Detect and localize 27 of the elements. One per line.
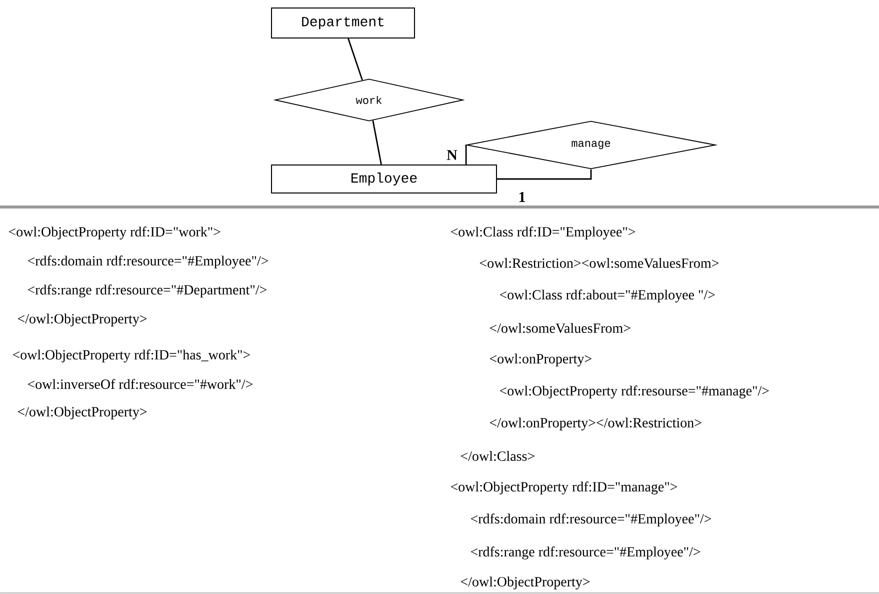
code-line: </owl:onProperty></owl:Restriction> bbox=[490, 418, 702, 430]
connector-line bbox=[348, 38, 363, 80]
cardinality-label: N bbox=[446, 150, 458, 160]
code-line: <owl:Restriction><owl:someValuesFrom> bbox=[480, 258, 719, 268]
code-line: <owl:ObjectProperty rdf:ID="has_work"> bbox=[12, 350, 250, 362]
code-line: </owl:ObjectProperty> bbox=[18, 314, 147, 326]
code-line: <owl:onProperty> bbox=[490, 354, 592, 366]
entity-box: Employee bbox=[271, 164, 497, 194]
code-line: <owl:Class rdf:about="#Employee "/> bbox=[500, 290, 715, 302]
code-line: <owl:inverseOf rdf:resource="#work"/> bbox=[28, 378, 253, 390]
code-line: <rdfs:domain rdf:resource="#Employee"/> bbox=[28, 256, 268, 268]
code-line: <owl:Class rdf:ID="Employee"> bbox=[450, 226, 636, 240]
cardinality-label: 1 bbox=[519, 192, 525, 202]
code-line: <owl:ObjectProperty rdf:ID="work"> bbox=[8, 226, 220, 240]
connector-line bbox=[497, 169, 592, 180]
code-line: <owl:ObjectProperty rdf:resourse="#manage"/> bbox=[500, 386, 769, 398]
code-line: <rdfs:domain rdf:resource="#Employee"/> bbox=[470, 514, 712, 526]
connector-line bbox=[372, 120, 382, 165]
code-line: <owl:ObjectProperty rdf:ID="manage"> bbox=[450, 482, 678, 494]
code-line: <rdfs:range rdf:resource="#Employee"/> bbox=[470, 546, 700, 560]
code-line: </owl:ObjectProperty> bbox=[18, 406, 147, 420]
code-line: </owl:Class> bbox=[460, 451, 534, 461]
connector-line bbox=[465, 145, 467, 164]
code-line: </owl:someValuesFrom> bbox=[490, 323, 630, 333]
entity-box: Department bbox=[271, 8, 415, 38]
code-line: <rdfs:range rdf:resource="#Department"/> bbox=[28, 284, 267, 298]
code-line: </owl:ObjectProperty> bbox=[460, 576, 590, 590]
